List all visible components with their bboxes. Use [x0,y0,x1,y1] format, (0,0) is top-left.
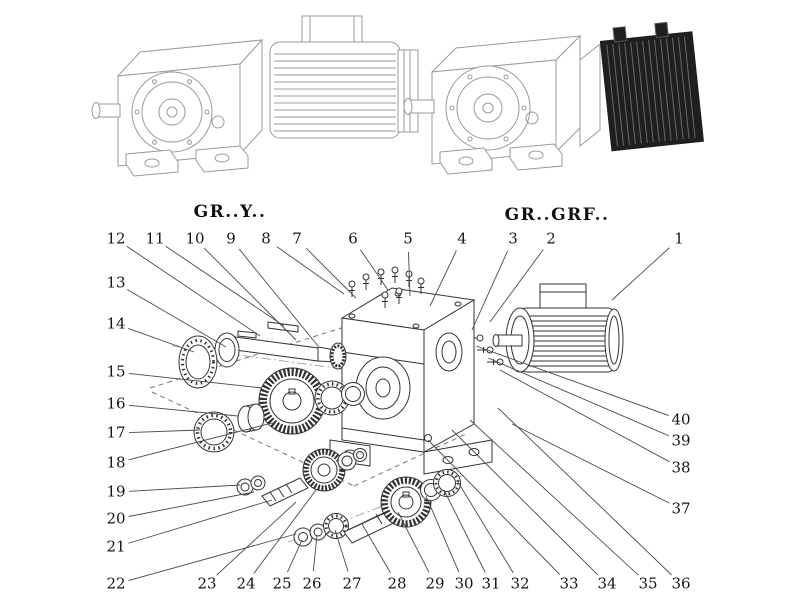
callout-27: 27 [342,574,362,593]
callout-32: 32 [510,574,530,593]
exploded-view [149,266,624,547]
callout-13: 13 [106,273,126,292]
callout-12: 12 [106,229,126,248]
callout-20: 20 [106,509,126,528]
callout-33: 33 [559,574,579,593]
gr-grf-adapter-drawing [579,21,704,152]
callout-1: 1 [674,229,684,248]
callout-26: 26 [302,574,322,593]
callout-6: 6 [348,229,358,248]
callout-8: 8 [261,229,271,248]
callout-17: 17 [106,423,126,442]
callout-28: 28 [387,574,407,593]
bearing-and-bushing [193,403,265,453]
exploded-motor [492,283,624,373]
callout-2: 2 [546,229,556,248]
callout-9: 9 [226,229,236,248]
callout-10: 10 [185,229,205,248]
intermediate-gear-cluster [258,367,365,435]
callout-36: 36 [671,574,691,593]
gr-y-gearbox-drawing [91,38,264,177]
callout-21: 21 [106,537,126,556]
callout-37: 37 [671,499,691,518]
callout-34: 34 [597,574,617,593]
callout-14: 14 [106,314,126,333]
callout-19: 19 [106,482,126,501]
callout-35: 35 [638,574,658,593]
variant-label-gr-y: GR..Y.. [193,202,267,222]
callout-11: 11 [145,229,165,248]
callout-5: 5 [403,229,413,248]
input-bearing-and-seal [178,332,240,389]
callout-39: 39 [671,431,691,450]
callout-3: 3 [508,229,518,248]
gr-grf-gearbox-drawing [403,34,582,175]
callout-29: 29 [425,574,445,593]
assembled-gr-grf-drawing [403,21,704,175]
callout-7: 7 [292,229,302,248]
callout-23: 23 [197,574,217,593]
callout-38: 38 [671,458,691,477]
callout-15: 15 [106,362,126,381]
callout-18: 18 [106,453,126,472]
variant-label-gr-grf: GR..GRF.. [504,205,610,225]
callout-25: 25 [272,574,292,593]
callout-31: 31 [481,574,501,593]
assembled-gr-y-drawing [91,15,419,177]
callout-24: 24 [236,574,256,593]
callout-40: 40 [671,410,691,429]
callout-16: 16 [106,394,126,413]
gr-y-motor-drawing [269,15,419,139]
callout-4: 4 [457,229,467,248]
gear-housing [329,287,493,475]
countershaft-assembly [236,448,367,507]
input-shaft-assembly [224,321,347,370]
callout-22: 22 [106,574,126,593]
callout-30: 30 [454,574,474,593]
